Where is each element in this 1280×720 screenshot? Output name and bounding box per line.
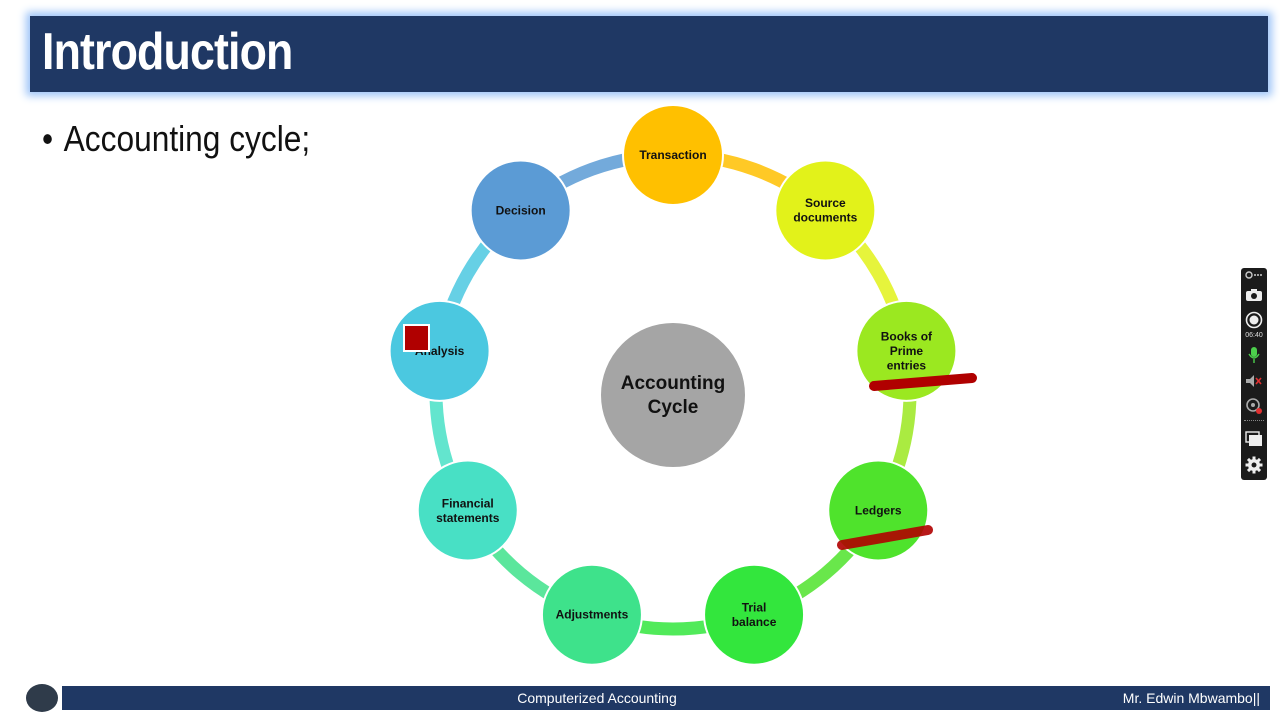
node-label: statements [436, 511, 500, 525]
window-icon[interactable] [1241, 428, 1267, 450]
node-circle [469, 159, 572, 262]
capture-icon[interactable] [1241, 268, 1267, 282]
footer-logo [26, 684, 58, 712]
settings-icon[interactable] [1241, 454, 1267, 476]
center-label: Cycle [648, 397, 699, 418]
node-label: Ledgers [855, 504, 902, 518]
node-label: Financial [442, 496, 494, 510]
node-label: Books of [881, 329, 933, 343]
footer-course-title: Computerized Accounting [517, 690, 677, 706]
center-circle [599, 321, 747, 469]
cycle-node: Decision [469, 159, 572, 262]
microphone-icon[interactable] [1241, 344, 1267, 366]
node-label: entries [887, 358, 927, 372]
pen-stroke [837, 525, 933, 550]
node-label: Transaction [639, 148, 706, 162]
title-bar: Introduction [30, 16, 1268, 92]
node-circle [774, 159, 877, 262]
toolbar-divider [1244, 420, 1264, 421]
footer-presenter-name: Mr. Edwin Mbwambo|| [1122, 690, 1260, 706]
cycle-node: Transaction [622, 104, 724, 206]
webcam-off-icon[interactable] [1241, 395, 1267, 417]
node-circle [416, 459, 519, 562]
node-label: Trial [742, 600, 767, 614]
node-label: Source [805, 196, 846, 210]
annotations [403, 324, 977, 550]
slide-title: Introduction [42, 23, 293, 81]
highlight-box [403, 324, 430, 352]
screen-recorder-toolbar: 06:40 [1241, 268, 1267, 480]
node-label: Prime [890, 344, 924, 358]
node-label: Adjustments [556, 608, 629, 622]
center-label: Accounting [621, 373, 726, 394]
node-circle [622, 104, 724, 206]
camera-icon[interactable] [1241, 284, 1267, 306]
bullet-text: Accounting cycle; [63, 118, 311, 159]
bullet-dot: • [42, 118, 54, 159]
node-label: documents [793, 211, 857, 225]
recording-timer: 06:40 [1245, 332, 1263, 339]
bullet-item: •Accounting cycle; [42, 118, 310, 160]
node-circle [703, 563, 806, 666]
pen-stroke [869, 373, 977, 391]
node-label: balance [732, 615, 777, 629]
node-label: Decision [496, 203, 546, 217]
speaker-muted-icon[interactable] [1241, 370, 1267, 392]
node-circle [540, 563, 643, 666]
node-circle [855, 299, 958, 402]
cycle-node: Adjustments [540, 563, 643, 666]
record-icon[interactable] [1241, 309, 1267, 331]
footer-bar: Computerized Accounting Mr. Edwin Mbwamb… [62, 686, 1270, 710]
